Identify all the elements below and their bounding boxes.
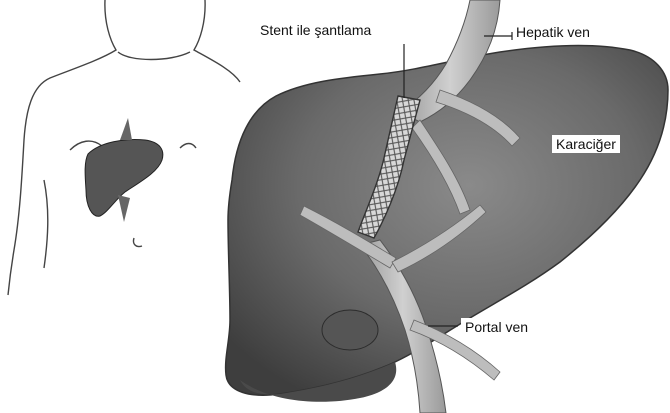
hepatic-vein-label: Hepatik ven — [516, 24, 590, 40]
liver-illustration — [226, 0, 668, 413]
stent-label: Stent ile şantlama — [260, 22, 371, 38]
small-liver-icon — [85, 118, 163, 222]
liver-label: Karaciğer — [552, 135, 620, 153]
portal-vein-label: Portal ven — [461, 318, 532, 336]
